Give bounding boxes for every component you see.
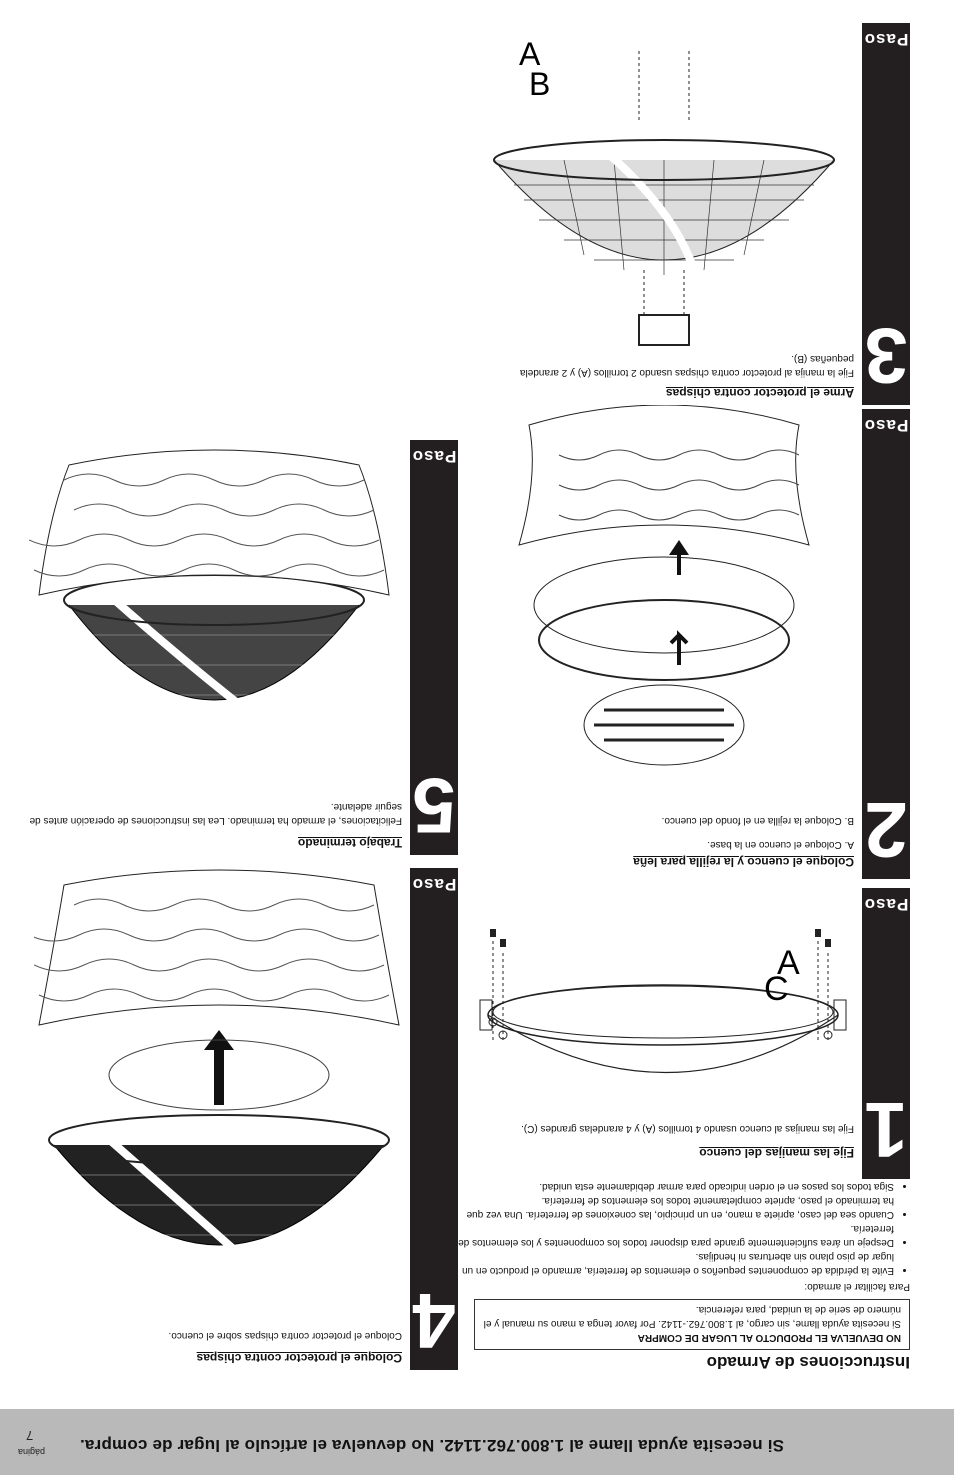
- paso-4-number: 4: [412, 1277, 456, 1365]
- help-message: Si necesita ayuda llame al 1.800.762.114…: [79, 1436, 784, 1455]
- warning-box: NO DEVUELVA EL PRODUCTO AL LUGAR DE COMP…: [474, 1299, 910, 1350]
- paso-3-number: 3: [864, 312, 908, 400]
- page-number: 7: [26, 1428, 34, 1443]
- paso-3-word: Paso: [863, 30, 909, 49]
- assembly-tips: Evite la pérdida de componentes pequeños…: [454, 1179, 910, 1277]
- step-5-title: Trabajo terminado: [297, 836, 402, 850]
- label-c: C: [764, 970, 789, 1008]
- tip-item: Despeje un área suficientemente grande p…: [454, 1221, 894, 1249]
- paso-2-word: Paso: [863, 416, 909, 435]
- footer-band: Si necesita ayuda llame al 1.800.762.114…: [0, 1409, 954, 1475]
- paso-4-word: Paso: [411, 875, 457, 894]
- page-label: página: [18, 1447, 46, 1457]
- step-1-text: Fije las manijas al cuenco usando 4 torn…: [521, 1123, 854, 1134]
- paso-1-word: Paso: [863, 895, 909, 914]
- step-2-text-b: B. Coloque la rejilla en el fondo del cu…: [661, 815, 854, 826]
- bowl-grate-illustration: [518, 405, 810, 766]
- paso-1-bar: 1 Paso: [862, 888, 910, 1179]
- paso-2-number: 2: [864, 786, 908, 874]
- paso-2-bar: 2 Paso: [862, 409, 910, 879]
- spark-guard-illustration: B A: [493, 36, 835, 346]
- paso-3-bar: 3 Paso: [862, 23, 910, 405]
- paso-5-number: 5: [412, 762, 456, 850]
- step-2-text-a: A. Coloque el cuenco en la base.: [707, 839, 854, 850]
- step-4-title: Coloque el protector contra chispas: [196, 1351, 402, 1365]
- paso-5-bar: 5 Paso: [410, 440, 458, 855]
- facilitate-label: Para facilitar el armado:: [804, 1281, 910, 1292]
- instructions-title: Instrucciones de Armado: [706, 1353, 910, 1372]
- paso-4-bar: 4 Paso: [410, 868, 458, 1370]
- step-3-title: Arme el protector contra chispas: [665, 386, 854, 400]
- finished-firepit-illustration: [29, 449, 390, 739]
- tip-item: Evite la pérdida de componentes pequeños…: [454, 1249, 894, 1277]
- step-5-text: Felicitaciones, el armado ha terminado. …: [29, 801, 402, 826]
- step-2-title: Coloque el cuenco y la rejilla para leña: [633, 855, 854, 869]
- bowl-handles-illustration: C A: [479, 929, 847, 1074]
- warning-text: Si necesita ayuda llame, sin cargo, al 1…: [483, 1304, 901, 1329]
- paso-5-word: Paso: [411, 447, 457, 466]
- paso-1-number: 1: [864, 1086, 908, 1174]
- step-1-title: Fije las manijas del cuenco: [699, 1146, 854, 1160]
- tip-item: Siga todos los pasos en el orden indicad…: [454, 1179, 894, 1193]
- bowl-with-guard-illustration: [34, 869, 400, 1288]
- step-3-text: Fije la manija al protector contra chisp…: [519, 353, 854, 378]
- tip-item: Cuando sea del caso, apriete a mano, en …: [454, 1193, 895, 1221]
- step-4-text: Coloque el protector contra chispas sobr…: [168, 1330, 402, 1341]
- label-b: B: [529, 66, 550, 102]
- label-a: A: [777, 944, 800, 982]
- warning-heading: NO DEVUELVA EL PRODUCTO AL LUGAR DE COMP…: [637, 1332, 901, 1343]
- label-a-step3: A: [519, 36, 541, 72]
